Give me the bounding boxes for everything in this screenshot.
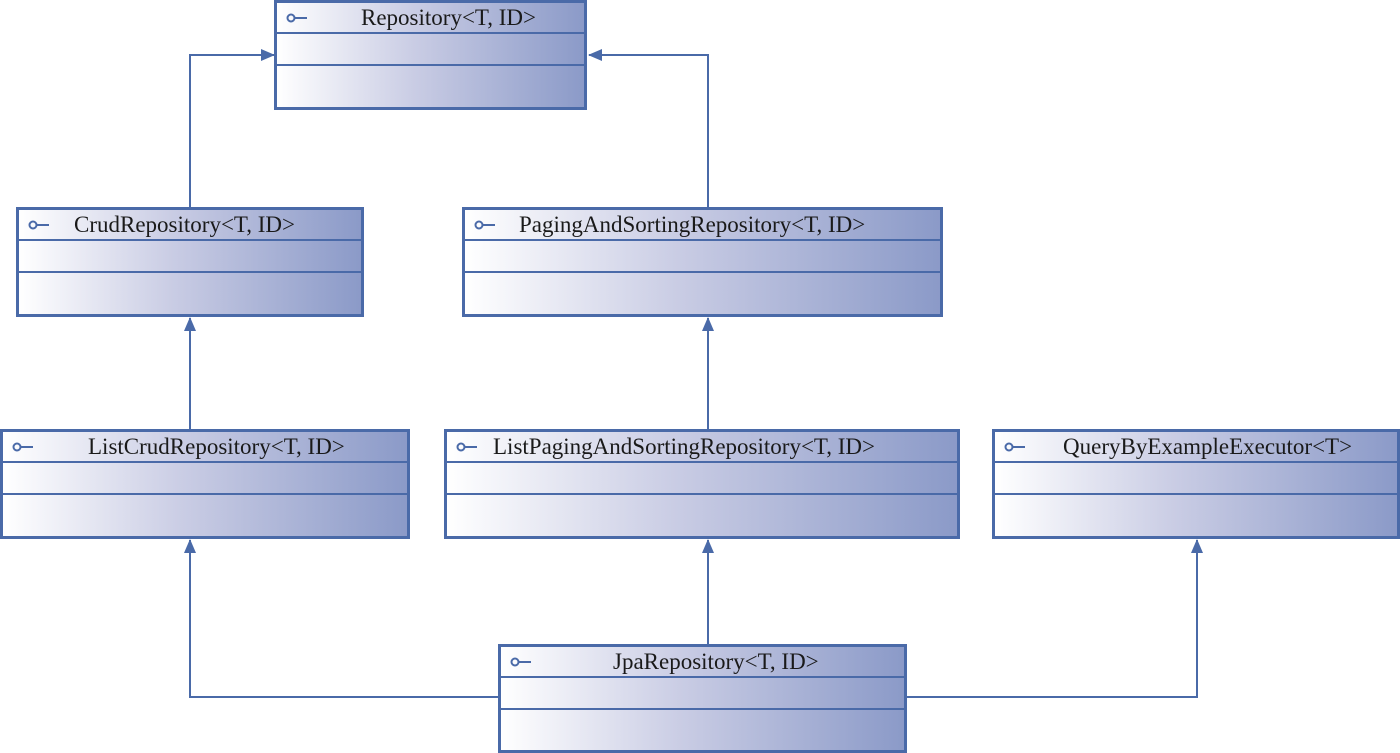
class-query-by-example-executor[interactable]: QueryByExampleExecutor<T> [992,429,1400,539]
methods-compartment [3,495,407,527]
class-name: QueryByExampleExecutor<T> [1063,434,1353,459]
class-name: ListPagingAndSortingRepository<T, ID> [493,434,876,459]
class-paging-and-sorting-repository[interactable]: PagingAndSortingRepository<T, ID> [462,207,943,317]
class-title: QueryByExampleExecutor<T> [995,432,1397,463]
interface-icon [1004,442,1025,452]
interface-icon [12,442,33,452]
arrow-jpa-to-listcrud [184,539,498,698]
methods-compartment [465,273,940,305]
methods-compartment [19,273,361,305]
attributes-compartment [501,678,904,710]
class-repository[interactable]: Repository<T, ID> [274,0,587,110]
arrow-paging-to-repository [588,49,709,207]
interface-icon [510,657,531,667]
class-name: PagingAndSortingRepository<T, ID> [519,212,866,237]
class-title: JpaRepository<T, ID> [501,647,904,678]
class-name: JpaRepository<T, ID> [613,649,819,674]
class-title: ListCrudRepository<T, ID> [3,432,407,463]
methods-compartment [995,495,1397,527]
attributes-compartment [465,241,940,273]
methods-compartment [277,66,584,98]
interface-icon [286,13,307,23]
class-list-crud-repository[interactable]: ListCrudRepository<T, ID> [0,429,410,539]
attributes-compartment [277,34,584,66]
class-title: CrudRepository<T, ID> [19,210,361,241]
class-crud-repository[interactable]: CrudRepository<T, ID> [16,207,364,317]
class-title: Repository<T, ID> [277,3,584,34]
attributes-compartment [995,463,1397,495]
class-list-paging-and-sorting-repository[interactable]: ListPagingAndSortingRepository<T, ID> [444,429,960,539]
class-title: PagingAndSortingRepository<T, ID> [465,210,940,241]
class-title: ListPagingAndSortingRepository<T, ID> [447,432,957,463]
interface-icon [474,220,495,230]
attributes-compartment [447,463,957,495]
arrow-jpa-to-qbe [906,539,1203,698]
class-jpa-repository[interactable]: JpaRepository<T, ID> [498,644,907,753]
attributes-compartment [19,241,361,273]
interface-icon [456,442,477,452]
arrow-crud-to-repository [189,49,275,207]
methods-compartment [447,495,957,527]
class-name: ListCrudRepository<T, ID> [88,434,345,459]
attributes-compartment [3,463,407,495]
class-name: Repository<T, ID> [361,5,536,30]
methods-compartment [501,710,904,742]
interface-icon [28,220,49,230]
class-name: CrudRepository<T, ID> [74,212,295,237]
